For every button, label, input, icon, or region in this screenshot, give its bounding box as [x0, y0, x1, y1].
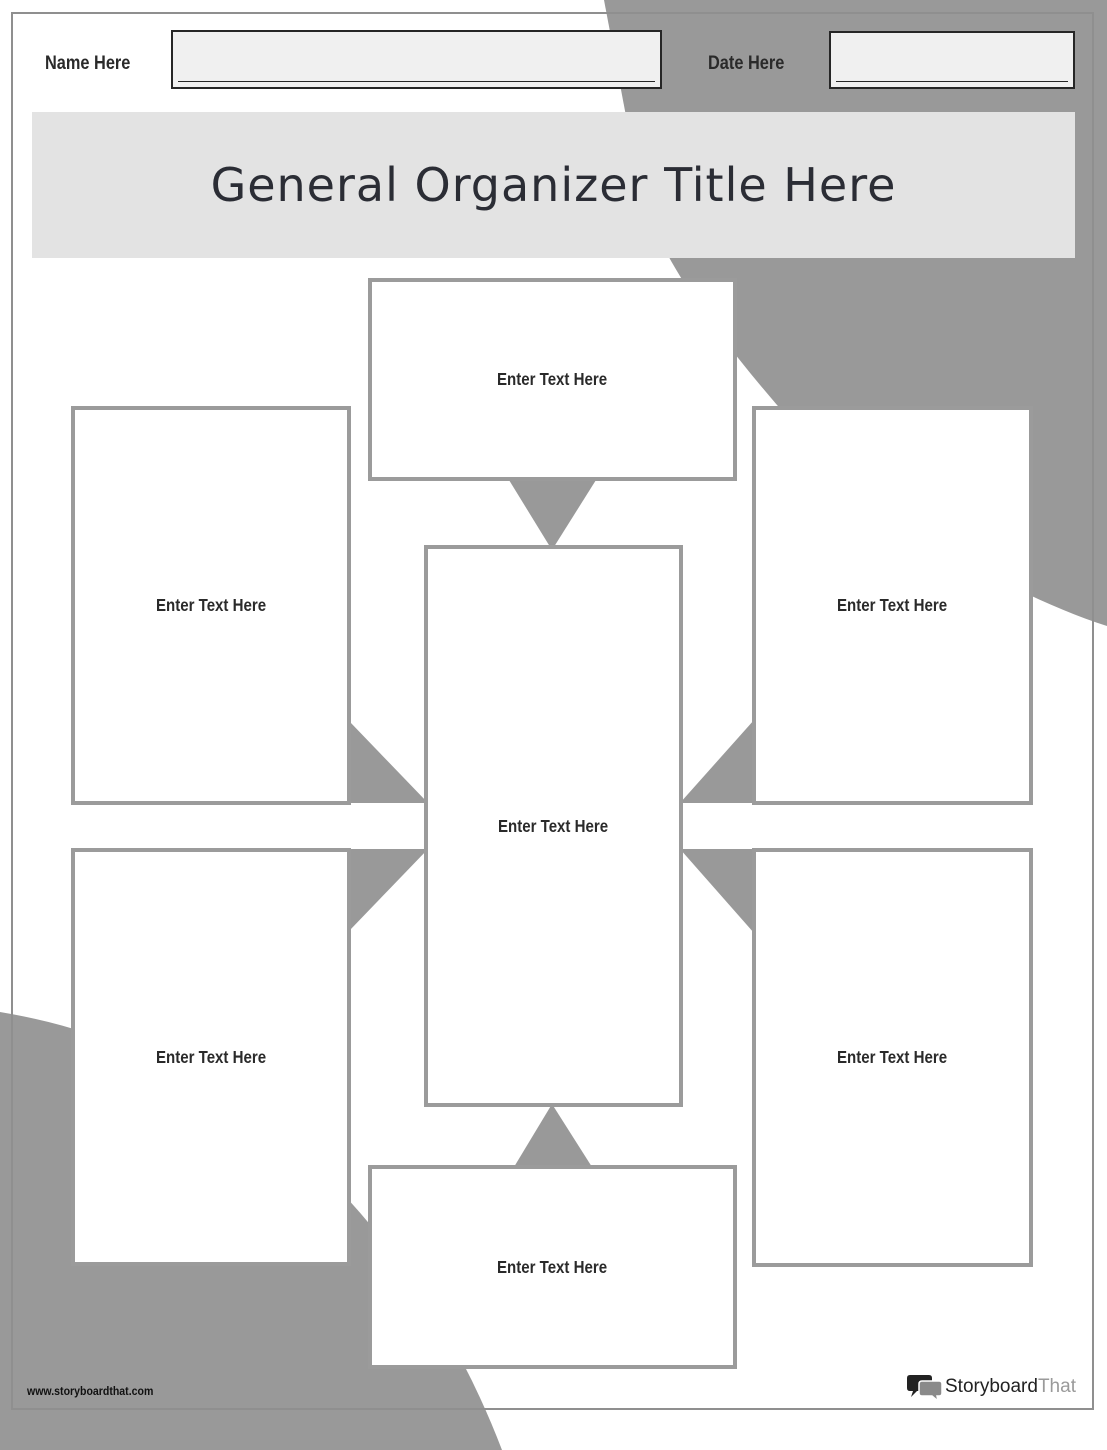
text-box-lower-right[interactable]: Enter Text Here: [752, 848, 1033, 1267]
text-box-top[interactable]: Enter Text Here: [368, 278, 737, 481]
connector-bottom: [514, 1104, 592, 1167]
name-underline: [178, 81, 655, 82]
connector-lower-right: [680, 849, 754, 933]
date-input[interactable]: [837, 39, 1067, 77]
name-label: Name Here: [45, 53, 131, 74]
name-input[interactable]: [179, 38, 654, 77]
logo-text-primary: Storyboard: [945, 1376, 1038, 1397]
text-box-lower-left-label: Enter Text Here: [155, 1046, 267, 1067]
text-box-lower-left[interactable]: Enter Text Here: [71, 848, 351, 1266]
date-label: Date Here: [708, 53, 785, 74]
text-box-upper-left[interactable]: Enter Text Here: [71, 406, 351, 805]
logo-text-secondary: That: [1037, 1376, 1076, 1397]
text-box-bottom[interactable]: Enter Text Here: [368, 1165, 737, 1369]
date-field[interactable]: [829, 31, 1075, 89]
page-border: [11, 12, 1094, 1410]
text-box-upper-right[interactable]: Enter Text Here: [752, 406, 1033, 805]
text-box-top-label: Enter Text Here: [497, 369, 608, 389]
text-box-bottom-label: Enter Text Here: [497, 1256, 608, 1277]
connector-upper-right: [680, 720, 754, 803]
footer-url[interactable]: www.storyboardthat.com: [27, 1384, 154, 1398]
date-underline: [836, 81, 1068, 82]
storyboardthat-logo[interactable]: StoryboardThat: [907, 1372, 1076, 1402]
connector-upper-left: [350, 722, 428, 803]
name-field[interactable]: [171, 30, 662, 89]
connector-top: [509, 480, 596, 550]
text-box-center[interactable]: Enter Text Here: [424, 545, 683, 1107]
page-title[interactable]: General Organizer Title Here: [210, 158, 897, 212]
speech-bubbles-icon: [907, 1375, 943, 1402]
title-band: General Organizer Title Here: [32, 112, 1075, 258]
text-box-center-label: Enter Text Here: [498, 815, 609, 836]
connector-lower-left: [350, 849, 428, 930]
text-box-lower-right-label: Enter Text Here: [837, 1047, 948, 1067]
text-box-upper-left-label: Enter Text Here: [155, 595, 267, 615]
text-box-upper-right-label: Enter Text Here: [837, 595, 948, 615]
